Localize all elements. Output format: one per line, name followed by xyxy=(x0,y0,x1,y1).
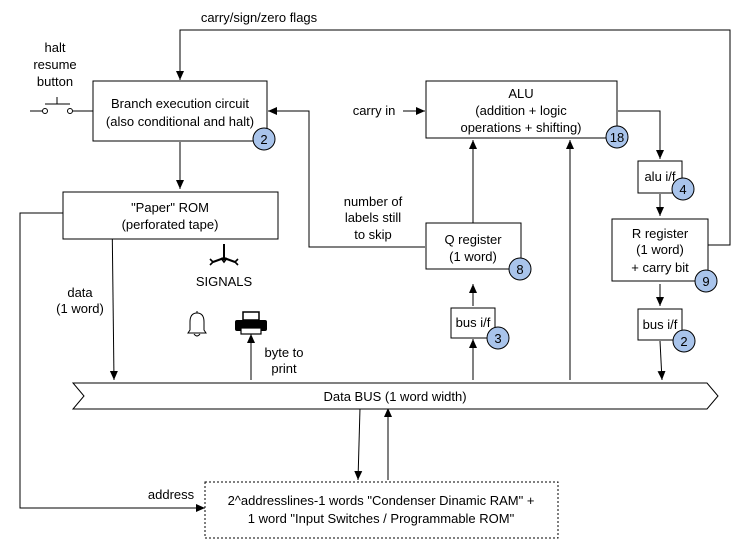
branch-badge xyxy=(252,127,276,151)
ram-line2: 1 word "Input Switches / Programmable RO… xyxy=(248,511,515,526)
branch-badge-number: 2 xyxy=(260,132,267,147)
r-bus-if-label: bus i/f xyxy=(643,317,678,332)
carry-in-label: carry in xyxy=(353,103,396,118)
paper-rom-block: "Paper" ROM (perforated tape) xyxy=(62,191,279,240)
alu-badge xyxy=(605,125,629,149)
resume-label: resume xyxy=(33,57,76,72)
alu-line2: (addition + logic xyxy=(475,103,567,118)
data-label-1: data xyxy=(67,285,93,300)
alu-if-block: alu i/f 4 xyxy=(637,160,695,201)
q-register-badge-number: 8 xyxy=(516,262,523,277)
q-register-title: Q register xyxy=(444,232,502,247)
printer-icon xyxy=(235,311,267,335)
r-register-line2: (1 word) xyxy=(636,242,684,257)
alu-if-badge xyxy=(671,177,695,201)
flags-wire xyxy=(176,29,731,246)
alu-if-badge-number: 4 xyxy=(679,182,686,197)
signals-label: SIGNALS xyxy=(196,274,253,289)
alu-if-label: alu i/f xyxy=(644,169,675,184)
address-label: address xyxy=(148,487,195,502)
q-bus-if-badge xyxy=(486,326,510,350)
q-register-block: Q register (1 word) 8 xyxy=(425,222,532,281)
flags-label: carry/sign/zero flags xyxy=(201,10,318,25)
alu-badge-number: 18 xyxy=(610,130,624,145)
data-bus: Data BUS (1 word width) xyxy=(71,382,719,410)
q-to-branch xyxy=(268,107,425,248)
alu-block: ALU (addition + logic operations + shift… xyxy=(425,80,629,149)
push-button-icon xyxy=(30,97,76,114)
r-register-badge-number: 9 xyxy=(702,274,709,289)
labels-skip-line3: to skip xyxy=(354,227,392,242)
r-register-line3: + carry bit xyxy=(631,260,689,275)
byte-label-1: byte to xyxy=(264,345,303,360)
connectors xyxy=(19,29,731,512)
q-register-badge xyxy=(508,257,532,281)
button-label: button xyxy=(37,74,73,89)
rbusif-to-bus xyxy=(657,340,666,381)
q-bus-if-badge-number: 3 xyxy=(494,331,501,346)
ram-line1: 2^addresslines-1 words "Condenser Dinami… xyxy=(228,493,535,508)
r-register-title: R register xyxy=(632,226,689,241)
alu-line3: operations + shifting) xyxy=(460,120,581,135)
address-wire xyxy=(19,212,205,512)
r-bus-if-block: bus i/f 2 xyxy=(637,308,696,353)
branch-title: Branch execution circuit xyxy=(111,96,249,111)
bell-icon xyxy=(187,311,207,337)
q-bus-if-block: bus i/f 3 xyxy=(450,307,510,350)
rom-subtitle: (perforated tape) xyxy=(122,217,219,232)
rom-data-wire xyxy=(109,211,118,381)
r-bus-if-badge-number: 2 xyxy=(680,334,687,349)
r-register-block: R register (1 word) + carry bit 9 xyxy=(611,218,718,293)
branch-execution-block: Branch execution circuit (also condition… xyxy=(92,80,276,151)
r-bus-if-badge xyxy=(672,329,696,353)
branch-subtitle: (also conditional and halt) xyxy=(106,114,254,129)
bus-to-ram xyxy=(354,407,363,481)
r-register-badge xyxy=(694,269,718,293)
alu-title: ALU xyxy=(508,86,533,101)
labels-skip-line2: labels still xyxy=(345,210,401,225)
rom-title: "Paper" ROM xyxy=(131,200,209,215)
labels-skip-line1: number of xyxy=(344,194,403,209)
halt-label: halt xyxy=(45,40,66,55)
byte-label-2: print xyxy=(271,361,297,376)
data-label-2: (1 word) xyxy=(56,301,104,316)
alu-to-aluif xyxy=(618,110,664,159)
signals-icon xyxy=(209,244,239,266)
q-register-subtitle: (1 word) xyxy=(449,249,497,264)
data-bus-label: Data BUS (1 word width) xyxy=(323,389,466,404)
ram-block: 2^addresslines-1 words "Condenser Dinami… xyxy=(204,481,559,539)
q-bus-if-label: bus i/f xyxy=(456,315,491,330)
